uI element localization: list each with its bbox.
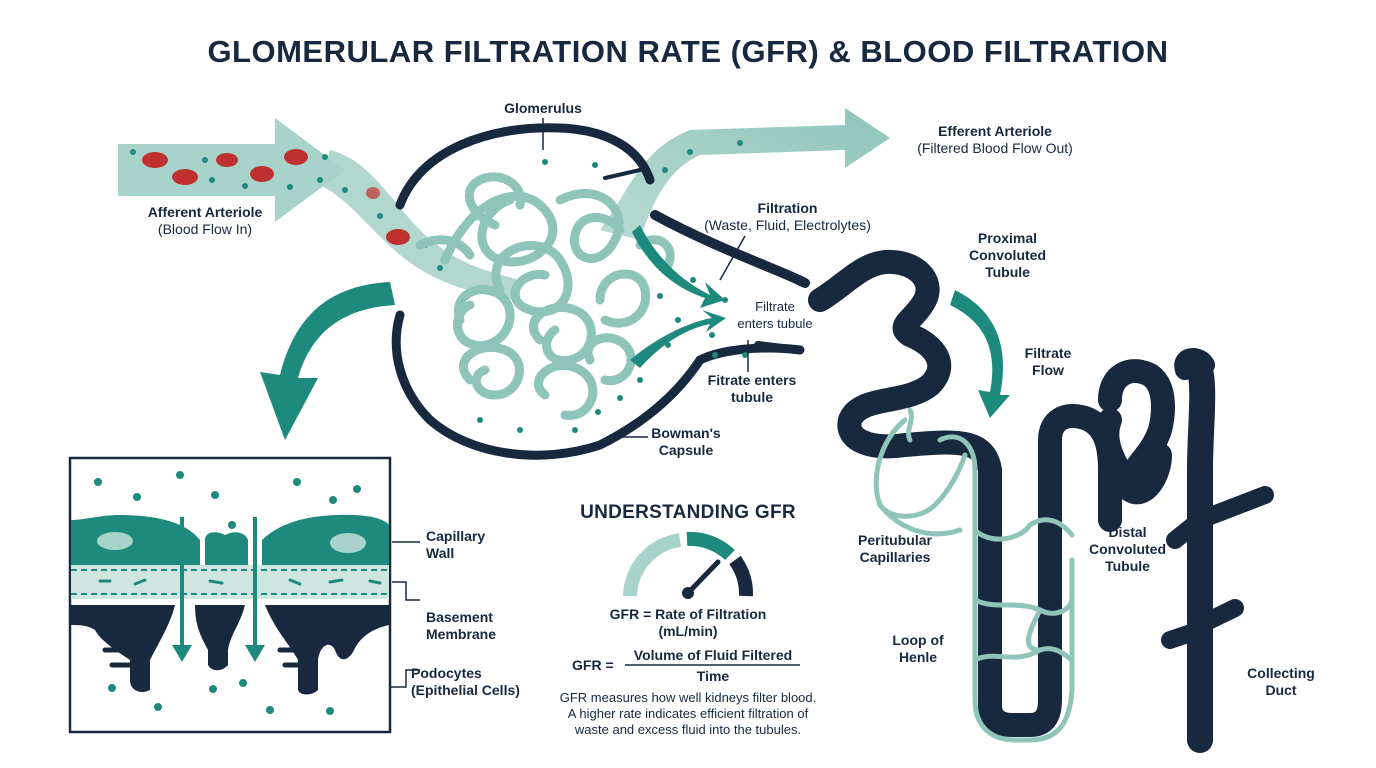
filtrate-flow-arrow xyxy=(950,290,1010,418)
label-bowmans-capsule: Bowman's Capsule xyxy=(651,425,721,458)
gfr-description: GFR measures how well kidneys filter blo… xyxy=(559,690,817,737)
label-filtrate-enters-tubule-inner: Filtrate enters tubule xyxy=(737,299,813,331)
label-filtration: Filtration (Waste, Fluid, Electrolytes) xyxy=(704,200,871,233)
label-podocytes: Podocytes (Epithelial Cells) xyxy=(411,665,520,698)
peritubular-capillaries xyxy=(873,407,1075,743)
gfr-formula-denominator: Time xyxy=(696,668,730,684)
label-basement-membrane: Basement Membrane xyxy=(426,609,497,642)
label-collecting-duct: Collecting Duct xyxy=(1247,665,1315,698)
filtration-barrier-panel xyxy=(68,456,392,734)
nephron-tubule xyxy=(808,249,1274,753)
gfr-definition: GFR = Rate of Filtration (mL/min) xyxy=(609,606,767,639)
efferent-arteriole-arrow xyxy=(600,108,890,240)
label-efferent-arteriole: Efferent Arteriole (Filtered Blood Flow … xyxy=(917,123,1073,156)
gfr-heading: UNDERSTANDING GFR xyxy=(580,502,796,523)
label-glomerulus: Glomerulus xyxy=(504,100,582,116)
gfr-formula-lhs: GFR = xyxy=(572,657,614,673)
gfr-gauge xyxy=(623,531,754,599)
afferent-arteriole-arrow xyxy=(118,118,520,300)
bowmans-capsule xyxy=(391,123,810,460)
label-loop-of-henle: Loop of Henle xyxy=(892,632,944,665)
label-afferent-arteriole: Afferent Arteriole (Blood Flow In) xyxy=(147,204,263,237)
filtration-arrows xyxy=(630,225,726,368)
label-filtrate-flow: Filtrate Flow xyxy=(1024,345,1072,378)
page-title: GLOMERULAR FILTRATION RATE (GFR) & BLOOD… xyxy=(207,34,1169,69)
label-distal-convoluted-tubule: Distal Convoluted Tubule xyxy=(1089,524,1166,574)
gfr-formula-numerator: Volume of Fluid Filtered xyxy=(633,647,793,663)
label-capillary-wall: Capillary Wall xyxy=(426,528,486,561)
label-filtrate-enters-tubule-outer: Fitrate enters tubule xyxy=(707,372,797,405)
label-peritubular-capillaries: Peritubular Capillaries xyxy=(858,532,932,565)
zoom-arrow xyxy=(260,282,395,440)
red-blood-cells xyxy=(142,149,410,245)
glomerulus-tuft xyxy=(415,172,675,420)
label-proximal-convoluted-tubule: Proximal Convoluted Tubule xyxy=(969,230,1046,280)
